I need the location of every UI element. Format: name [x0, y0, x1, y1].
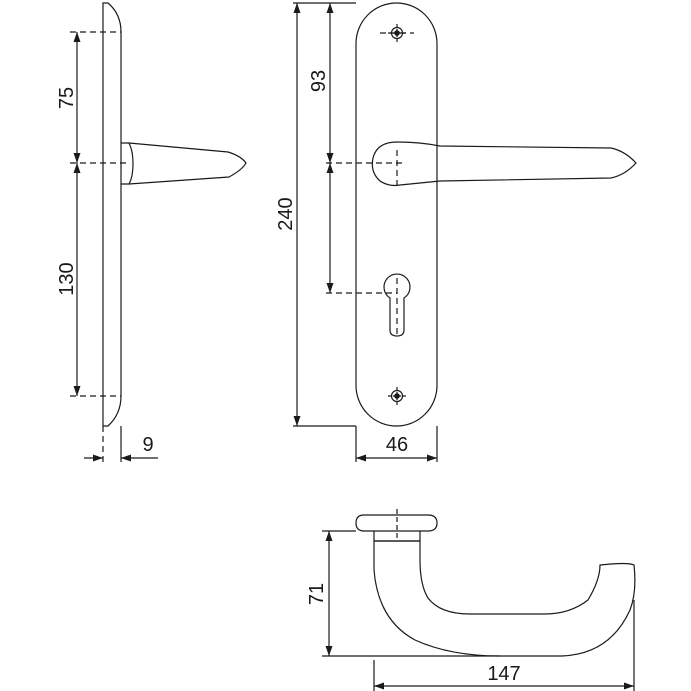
front-plate-outline: [355, 2, 438, 427]
dim-label-240: 240: [275, 197, 297, 230]
dim-label-71: 71: [306, 583, 328, 605]
rose-outline: [355, 514, 438, 532]
side-lever-grip: [128, 142, 247, 185]
bottom-screw-icon: [388, 387, 406, 405]
side-lever-outline: [121, 142, 134, 185]
lever-neck-outline: [373, 531, 421, 541]
front-extension-lines: [326, 32, 414, 294]
dim-label-46: 46: [386, 434, 408, 456]
dim-label-147: 147: [487, 663, 520, 685]
dim-label-93: 93: [308, 70, 330, 92]
top-lever-outline: [373, 540, 636, 657]
side-extension-lines: [70, 31, 128, 462]
dim-label-130: 130: [56, 262, 78, 295]
top-view: [322, 509, 636, 691]
keyhole-icon: [383, 273, 411, 337]
side-view: [70, 2, 247, 462]
side-plate-outline: [102, 2, 122, 427]
dim-label-75: 75: [56, 87, 78, 109]
dim-label-9: 9: [142, 434, 153, 456]
front-view: [293, 2, 637, 462]
front-lever-outline: [371, 141, 637, 187]
